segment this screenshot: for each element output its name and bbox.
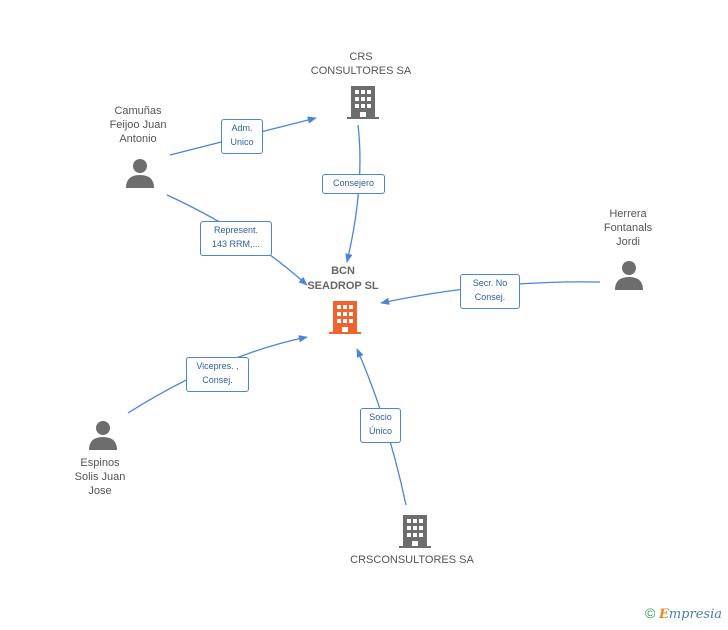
person-icon[interactable] [88, 420, 118, 450]
copyright-icon: © [644, 605, 656, 621]
brand-logo: © Empresia [645, 605, 722, 622]
brand-name: mpresia [668, 607, 722, 622]
relation-label-socio-unico: Socio Único [360, 408, 401, 443]
main-company-building-icon[interactable] [329, 300, 361, 334]
node-label-crsconsultores: CRSCONSULTORES SA [350, 554, 474, 566]
node-label-espinos: Espinos Solis Juan Jose [74, 457, 126, 497]
relation-label-represent: Represent. 143 RRM,... [200, 221, 272, 256]
node-label-main-company: BCN SEADROP SL [307, 265, 379, 292]
relation-label-vicepres-consej: Vicepres. , Consej. [186, 357, 249, 392]
relation-label-secr-no-consej: Secr. No Consej. [460, 274, 520, 309]
node-label-herrera: Herrera Fontanals Jordi [603, 208, 653, 248]
relation-label-adm-unico: Adm. Unico [221, 119, 263, 154]
node-label-crs-consultores: CRS CONSULTORES SA [310, 51, 412, 77]
brand-e: E [658, 607, 669, 622]
relation-label-consejero: Consejero [322, 174, 385, 194]
building-icon[interactable] [399, 514, 431, 548]
node-label-camunas: Camuñas Feijoo Juan Antonio [109, 105, 167, 145]
person-icon[interactable] [125, 158, 155, 188]
building-icon[interactable] [347, 85, 379, 119]
person-icon[interactable] [614, 260, 644, 290]
